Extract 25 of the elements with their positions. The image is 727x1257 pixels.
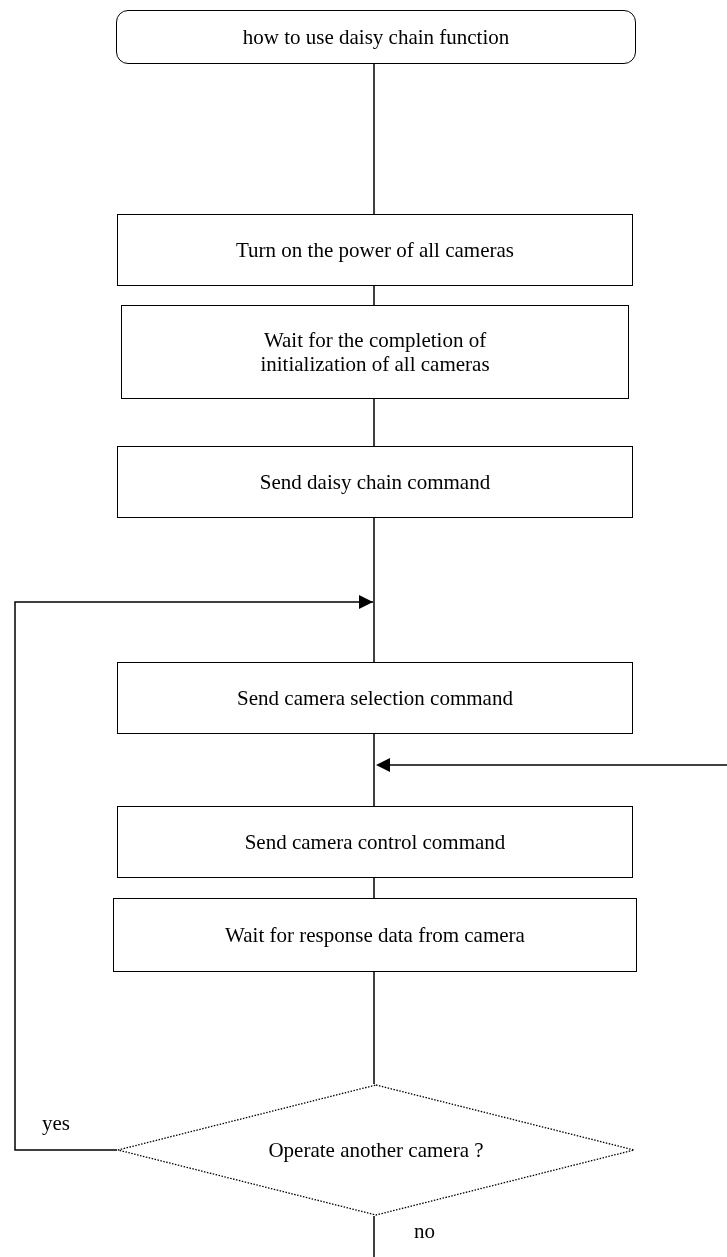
connector-line bbox=[373, 517, 375, 663]
node-text: Wait for the completion of initialization of all cameras bbox=[259, 327, 491, 377]
connector-line bbox=[373, 971, 375, 1085]
process-box bbox=[117, 446, 633, 518]
process-box bbox=[117, 214, 633, 286]
process-box bbox=[121, 305, 629, 399]
node-text: Send daisy chain command bbox=[259, 469, 491, 495]
node-text: Send camera selection command bbox=[237, 685, 513, 711]
connector-line bbox=[373, 63, 375, 215]
process-box bbox=[117, 662, 633, 734]
node-text: Turn on the power of all cameras bbox=[236, 237, 514, 263]
connector-line bbox=[373, 877, 375, 899]
node-text: Wait for response data from camera bbox=[225, 922, 525, 948]
process-box bbox=[117, 806, 633, 878]
node-text: Send camera control command bbox=[244, 829, 506, 855]
connector-line bbox=[373, 398, 375, 447]
process-box bbox=[113, 898, 637, 972]
node-text: how to use daisy chain function bbox=[242, 24, 510, 50]
decision-diamond bbox=[117, 1084, 635, 1216]
connector-line bbox=[373, 733, 375, 807]
start-box bbox=[116, 10, 636, 64]
node-text: Operate another camera ? bbox=[268, 1137, 484, 1163]
connector-line bbox=[373, 1215, 375, 1257]
arrow bbox=[14, 595, 374, 1151]
connector-line bbox=[373, 285, 375, 306]
